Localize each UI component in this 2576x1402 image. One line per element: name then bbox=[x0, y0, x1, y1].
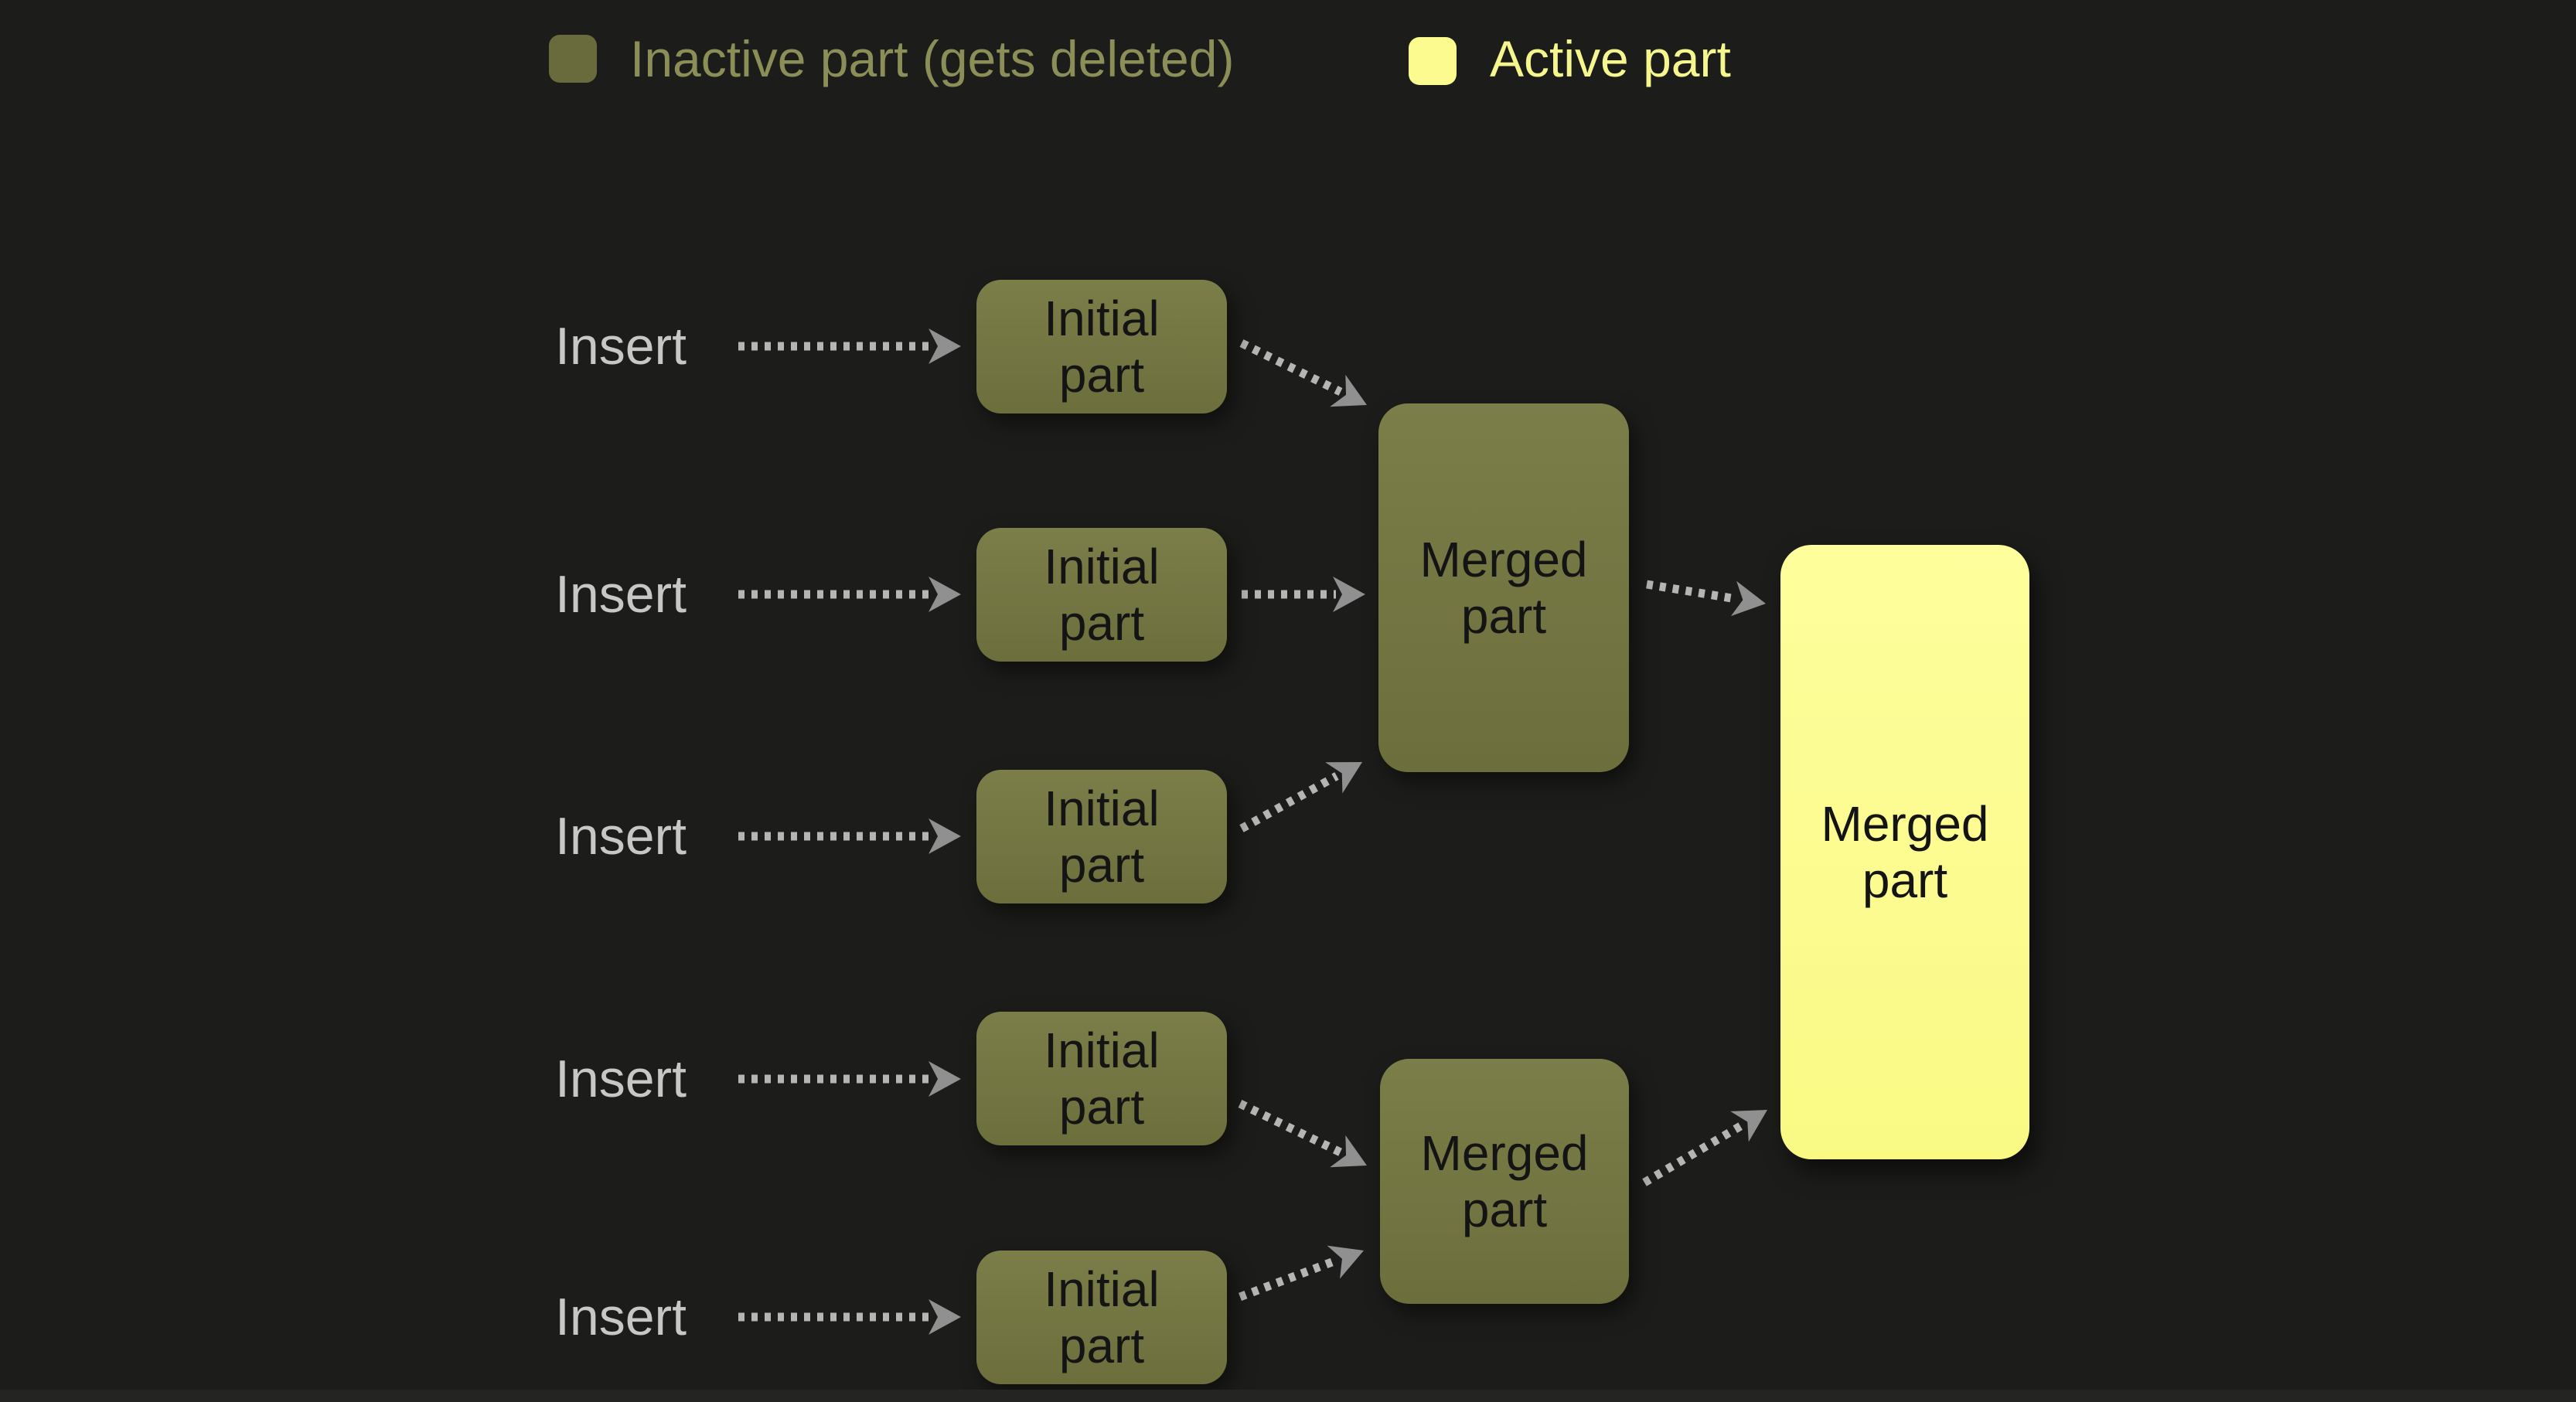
initial-part-box-1: Initial part bbox=[976, 280, 1227, 413]
insert-arrow-2 bbox=[738, 577, 961, 612]
initial-part-box-4: Initial part bbox=[976, 1012, 1227, 1145]
initial-part-label: Initial part bbox=[1044, 1261, 1160, 1373]
merged-part-box-final-active: Merged part bbox=[1780, 545, 2029, 1159]
legend-active-swatch bbox=[1409, 37, 1457, 85]
initial-part-label: Initial part bbox=[1044, 539, 1160, 651]
merged-part-label: Merged part bbox=[1420, 1125, 1589, 1237]
insert-label-5: Insert bbox=[555, 1288, 687, 1346]
insert-label-1: Insert bbox=[555, 317, 687, 376]
legend-active-label: Active part bbox=[1490, 30, 1731, 87]
initial-part-label: Initial part bbox=[1044, 291, 1160, 403]
insert-arrow-1 bbox=[738, 328, 961, 364]
insert-label-4: Insert bbox=[555, 1050, 687, 1108]
arrow-initial2-to-merged-top bbox=[1242, 577, 1365, 612]
initial-part-box-2: Initial part bbox=[976, 528, 1227, 662]
merged-part-label: Merged part bbox=[1419, 532, 1588, 644]
initial-part-label: Initial part bbox=[1044, 1023, 1160, 1135]
initial-part-box-5: Initial part bbox=[976, 1251, 1227, 1384]
merged-part-box-bottom: Merged part bbox=[1380, 1059, 1629, 1304]
initial-part-box-3: Initial part bbox=[976, 770, 1227, 903]
merged-part-box-top: Merged part bbox=[1378, 403, 1629, 772]
arrow-initial3-to-merged-top bbox=[1239, 762, 1362, 832]
arrow-initial4-to-merged-bottom bbox=[1238, 1100, 1367, 1168]
insert-arrow-5 bbox=[738, 1299, 961, 1335]
merged-part-label: Merged part bbox=[1821, 796, 1989, 908]
arrow-initial5-to-merged-bottom bbox=[1239, 1245, 1364, 1302]
legend-inactive-swatch bbox=[549, 35, 597, 83]
insert-label-3: Insert bbox=[555, 807, 687, 866]
insert-arrow-4 bbox=[738, 1061, 961, 1097]
insert-label-2: Insert bbox=[555, 565, 687, 624]
arrow-merged-top-to-final bbox=[1646, 580, 1766, 617]
initial-part-label: Initial part bbox=[1044, 781, 1160, 893]
arrow-initial1-to-merged-top bbox=[1239, 339, 1367, 407]
bottom-edge-strip bbox=[0, 1390, 2576, 1402]
insert-arrow-3 bbox=[738, 818, 961, 854]
legend-inactive-label: Inactive part (gets deleted) bbox=[630, 30, 1235, 87]
arrow-merged-bottom-to-final bbox=[1642, 1110, 1767, 1186]
